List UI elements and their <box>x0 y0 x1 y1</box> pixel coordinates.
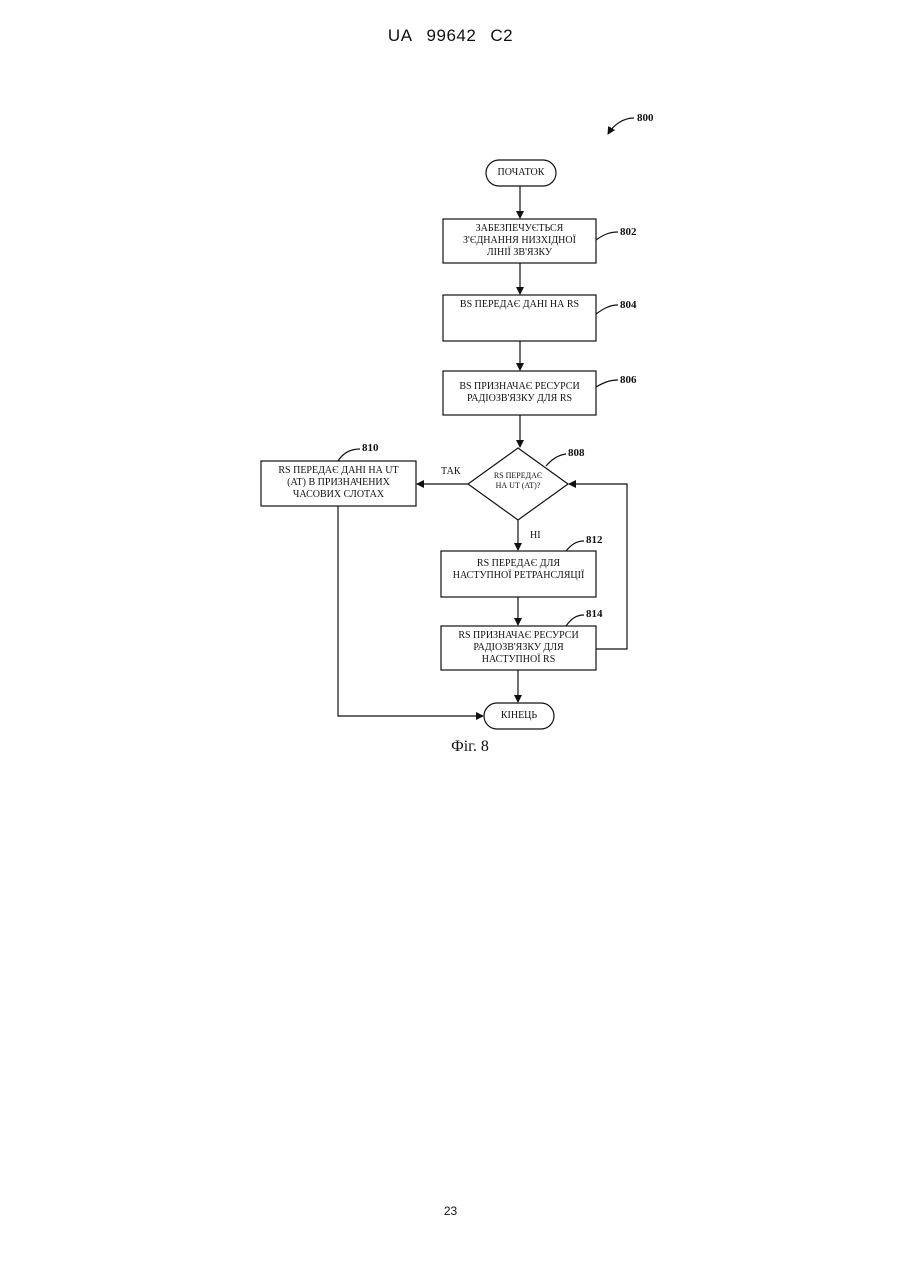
leader-808 <box>546 454 566 466</box>
box-810-label: RS ПЕРЕДАЄ ДАНІ НА UT (AT) В ПРИЗНАЧЕНИХ… <box>261 465 416 501</box>
end-label: КІНЕЦЬ <box>484 710 554 722</box>
leader-804 <box>596 305 618 314</box>
start-label: ПОЧАТОК <box>486 167 556 179</box>
branch-no-label: НІ <box>530 530 560 542</box>
leader-810 <box>338 449 360 461</box>
connector-810-end <box>338 506 483 716</box>
branch-yes-label: ТАК <box>441 466 471 478</box>
ref-814: 814 <box>586 608 616 620</box>
box-812-label: RS ПЕРЕДАЄ ДЛЯ НАСТУПНОЇ РЕТРАНСЛЯЦІЇ <box>441 558 596 582</box>
leader-814 <box>566 615 584 626</box>
page-number: 23 <box>0 1204 901 1218</box>
ref-806: 806 <box>620 374 650 386</box>
ref-812: 812 <box>586 534 616 546</box>
figure-ref-800: 800 <box>637 112 677 124</box>
leader-812 <box>566 541 584 551</box>
ref-802: 802 <box>620 226 650 238</box>
ref-810: 810 <box>362 442 392 454</box>
box-804-label: BS ПЕРЕДАЄ ДАНІ НА RS <box>443 299 596 311</box>
ref-804: 804 <box>620 299 650 311</box>
box-814-label: RS ПРИЗНАЧАЄ РЕСУРСИ РАДІОЗВ'ЯЗКУ ДЛЯ НА… <box>441 630 596 666</box>
figure-caption: Фіг. 8 <box>380 738 560 756</box>
ref-808: 808 <box>568 447 598 459</box>
leader-806 <box>596 380 618 387</box>
box-802-label: ЗАБЕЗПЕЧУЄТЬСЯ З'ЄДНАННЯ НИЗХІДНОЇ ЛІНІЇ… <box>443 223 596 259</box>
leader-802 <box>596 232 618 240</box>
figure-ref-leader <box>608 118 634 134</box>
decision-808-label: RS ПЕРЕДАЄ НА UT (AT)? <box>478 471 558 491</box>
box-806-label: BS ПРИЗНАЧАЄ РЕСУРСИ РАДІОЗВ'ЯЗКУ ДЛЯ RS <box>443 381 596 405</box>
